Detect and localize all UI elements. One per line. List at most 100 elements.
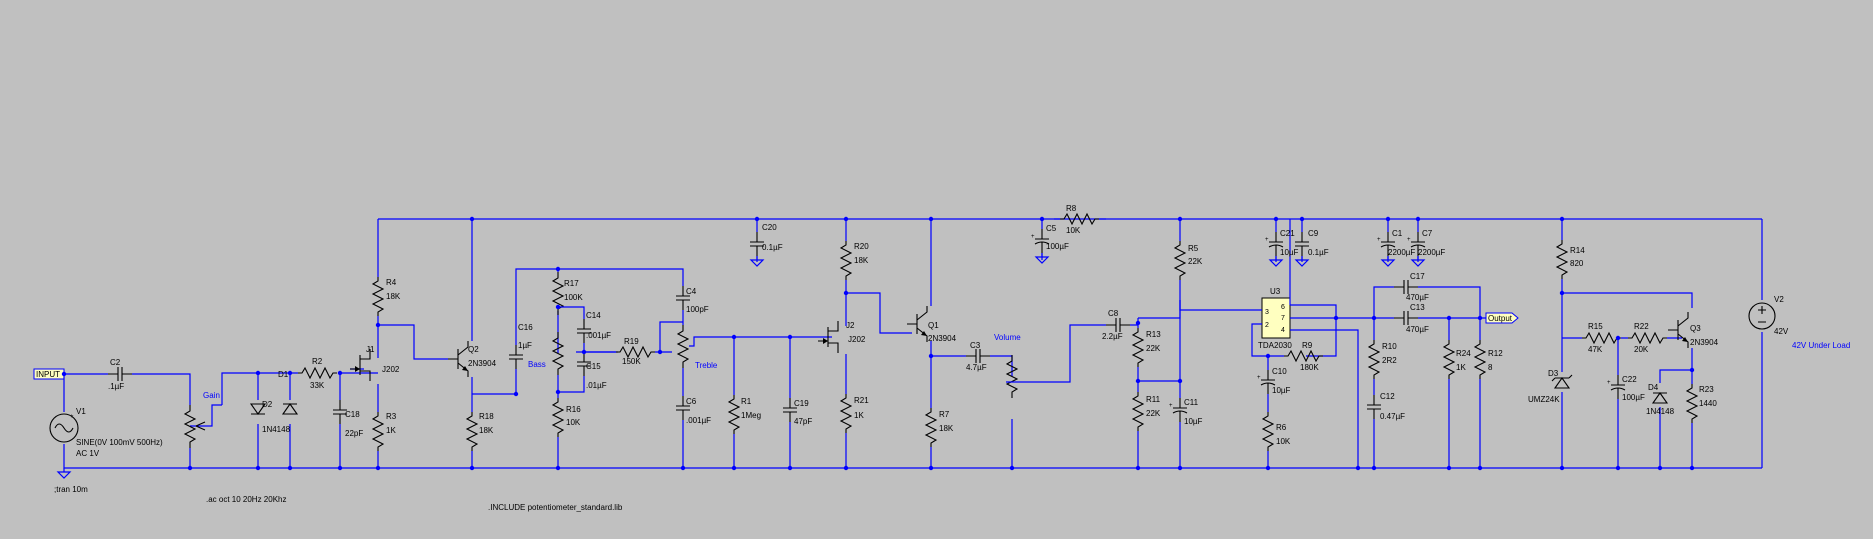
r4-value: 18K <box>386 292 401 301</box>
r16-resistor[interactable] <box>552 397 564 438</box>
c3-capacitor[interactable] <box>965 348 991 364</box>
bass-pot-lower[interactable] <box>552 331 564 376</box>
v1-ac-value: AC 1V <box>76 449 100 458</box>
r22-value: 20K <box>1634 345 1649 354</box>
r6-ref: R6 <box>1276 423 1287 432</box>
r21-ref: R21 <box>854 396 869 405</box>
treble-potentiometer[interactable] <box>677 324 689 369</box>
r7-resistor[interactable] <box>925 407 937 448</box>
svg-text:+: + <box>70 414 74 420</box>
c12-ref: C12 <box>1380 392 1395 401</box>
r21-resistor[interactable] <box>840 393 852 434</box>
r18-ref: R18 <box>479 412 494 421</box>
j1-value: J202 <box>382 365 400 374</box>
treble-label: Treble <box>695 361 718 370</box>
volume-potentiometer[interactable] <box>1006 354 1018 399</box>
c17-ref: C17 <box>1410 272 1425 281</box>
r7-value: 18K <box>939 424 954 433</box>
d4-ref: D4 <box>1648 383 1659 392</box>
r22-resistor[interactable] <box>1627 332 1668 344</box>
c21-value: 10µF <box>1280 248 1299 257</box>
r15-resistor[interactable] <box>1581 332 1622 344</box>
r3-value: 1K <box>386 426 396 435</box>
r20-resistor[interactable] <box>840 240 852 281</box>
d2-diode[interactable] <box>249 403 267 415</box>
r6-resistor[interactable] <box>1262 411 1274 452</box>
svg-text:7: 7 <box>1281 315 1285 322</box>
c13-capacitor[interactable] <box>1393 310 1419 326</box>
r24-resistor[interactable] <box>1443 339 1455 380</box>
c22-value: 100µF <box>1622 393 1645 402</box>
v1-source[interactable]: + <box>49 413 79 443</box>
c19-ref: C19 <box>794 399 809 408</box>
r18-resistor[interactable] <box>466 411 478 452</box>
r11-resistor[interactable] <box>1132 391 1144 432</box>
r3-ref: R3 <box>386 412 397 421</box>
c12-capacitor[interactable] <box>1366 394 1382 420</box>
r19-resistor[interactable] <box>615 346 656 358</box>
r12-resistor[interactable] <box>1474 339 1486 380</box>
v1-ref: V1 <box>76 407 86 416</box>
c19-value: 47pF <box>794 417 812 426</box>
r16-ref: R16 <box>566 405 581 414</box>
r2-ref: R2 <box>312 357 323 366</box>
r13-resistor[interactable] <box>1132 327 1144 368</box>
r5-value: 22K <box>1188 257 1203 266</box>
r5-resistor[interactable] <box>1174 240 1186 281</box>
svg-text:6: 6 <box>1281 304 1285 311</box>
r6-value: 10K <box>1276 437 1291 446</box>
c9-ref: C9 <box>1308 229 1319 238</box>
d2-ref: D2 <box>262 400 273 409</box>
r21-value: 1K <box>854 411 864 420</box>
c2-ref: C2 <box>110 358 121 367</box>
c12-value: 0.47µF <box>1380 412 1405 421</box>
r2-resistor[interactable] <box>297 367 338 379</box>
r11-value: 22K <box>1146 409 1161 418</box>
r14-resistor[interactable] <box>1556 239 1568 280</box>
c6-value: .001µF <box>686 416 711 425</box>
r14-value: 820 <box>1570 259 1584 268</box>
c3-value: 4.7µF <box>966 363 987 372</box>
q1-transistor[interactable] <box>906 305 928 343</box>
u3-amplifier[interactable]: 3 2 6 7 4 <box>1261 297 1291 339</box>
r5-ref: R5 <box>1188 244 1199 253</box>
q1-value: 2N3904 <box>928 334 957 343</box>
d1-diode[interactable] <box>281 403 299 415</box>
r13-ref: R13 <box>1146 330 1161 339</box>
r9-ref: R9 <box>1302 341 1313 350</box>
r23-value: 1440 <box>1699 399 1717 408</box>
r1-resistor[interactable] <box>728 394 740 435</box>
r4-resistor[interactable] <box>372 276 384 317</box>
r20-ref: R20 <box>854 242 869 251</box>
v2-value: 42V <box>1774 327 1789 336</box>
r12-ref: R12 <box>1488 349 1503 358</box>
gain-label: Gain <box>203 391 220 400</box>
r20-value: 18K <box>854 256 869 265</box>
c11-ref: C11 <box>1184 398 1199 407</box>
c6-ref: C6 <box>686 397 697 406</box>
c18-value: 22pF <box>345 429 363 438</box>
c8-ref: C8 <box>1108 309 1119 318</box>
v2-source[interactable] <box>1748 302 1776 330</box>
c2-capacitor[interactable] <box>107 366 133 382</box>
c5-ref: C5 <box>1046 224 1057 233</box>
c13-value: 470µF <box>1406 325 1429 334</box>
c7-value: 2200µF <box>1418 248 1445 257</box>
svg-text:3: 3 <box>1265 309 1269 316</box>
q2-ref: Q2 <box>468 345 479 354</box>
c4-value: 100pF <box>686 305 709 314</box>
r10-resistor[interactable] <box>1368 339 1380 380</box>
c17-capacitor[interactable] <box>1393 279 1419 295</box>
r23-resistor[interactable] <box>1686 383 1698 424</box>
r24-value: 1K <box>1456 363 1466 372</box>
r3-resistor[interactable] <box>372 411 384 452</box>
tran-directive: ;tran 10m <box>54 485 88 494</box>
c8-capacitor[interactable] <box>1105 317 1131 333</box>
r13-value: 22K <box>1146 344 1161 353</box>
q2-transistor[interactable] <box>447 340 469 378</box>
v1-ground-icon <box>57 467 71 479</box>
q3-transistor[interactable] <box>1667 311 1689 349</box>
d3-zener-diode[interactable] <box>1551 374 1573 389</box>
d4-diode[interactable] <box>1651 392 1669 404</box>
